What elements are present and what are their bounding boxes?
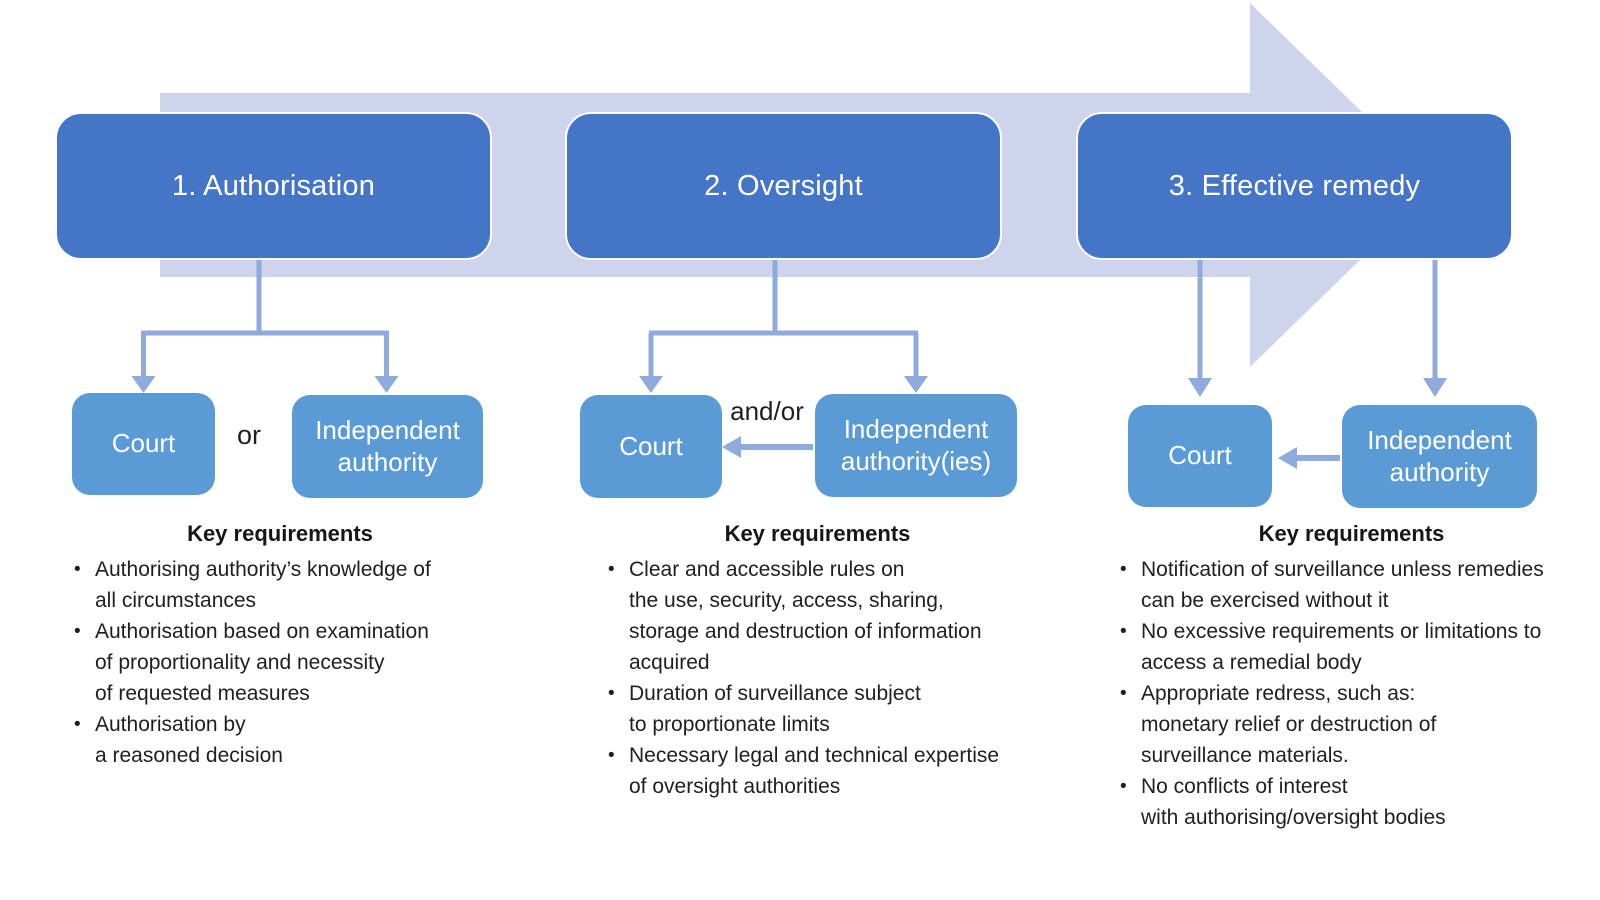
stage-1-box: 1. Authorisation (55, 112, 492, 260)
bullet-text: Duration of surveillance subject to prop… (629, 682, 921, 736)
stage-1-title: 1. Authorisation (171, 169, 376, 202)
bullet-item: Necessary legal and technical expertise … (608, 740, 1040, 802)
stage-1-requirements: Key requirements Authorising authority’s… (62, 520, 498, 771)
stage-3-box: 3. Effective remedy (1076, 112, 1513, 260)
stage-2-relation-label: and/or (730, 396, 804, 426)
stage-2-independent-authority-box: Independent authority(ies) (815, 394, 1017, 497)
stage-2-requirements: Key requirements Clear and accessible ru… (595, 520, 1040, 802)
stage-2-branch-connector (639, 252, 928, 393)
bullet-item: Authorising authority’s knowledge of all… (74, 554, 498, 616)
stage-2-box: 2. Oversight (565, 112, 1002, 260)
stage-3-requirements: Key requirements Notification of surveil… (1115, 520, 1588, 833)
stage-3-requirements-title: Key requirements (1258, 521, 1445, 546)
bullet-item: Notification of surveillance unless reme… (1120, 554, 1588, 616)
bullet-item: Authorisation by a reasoned decision (74, 709, 498, 771)
bullet-item: No conflicts of interest with authorisin… (1120, 771, 1588, 833)
bullet-text: Appropriate redress, such as: monetary r… (1141, 682, 1437, 767)
stage-2-requirements-title: Key requirements (724, 521, 911, 546)
stage-2-title: 2. Oversight (704, 169, 863, 202)
stage-3-title: 3. Effective remedy (1168, 169, 1421, 202)
stage-1-branch-connector (131, 252, 399, 393)
stage-1-bullet-list: Authorising authority’s knowledge of all… (62, 554, 498, 771)
stage-3-branch-connector (1188, 255, 1447, 397)
bullet-item: Duration of surveillance subject to prop… (608, 678, 1040, 740)
stage-2-bullet-list: Clear and accessible rules on the use, s… (595, 554, 1040, 802)
stage-3-court-box: Court (1128, 405, 1272, 507)
bullet-item: Appropriate redress, such as: monetary r… (1120, 678, 1588, 771)
bullet-item: Authorisation based on examination of pr… (74, 616, 498, 709)
stage-2-authority-to-court-arrow (722, 436, 813, 458)
stage-1-relation-label: or (236, 420, 261, 450)
stage-1-requirements-title: Key requirements (187, 521, 373, 546)
bullet-text: Authorisation based on examination of pr… (95, 620, 429, 705)
bullet-text: No conflicts of interest with authorisin… (1141, 775, 1446, 829)
bullet-text: No excessive requirements or limitations… (1141, 620, 1542, 674)
bullet-item: No excessive requirements or limitations… (1120, 616, 1588, 678)
bullet-text: Notification of surveillance unless reme… (1141, 558, 1544, 612)
stage-1-independent-authority-box: Independent authority (292, 395, 483, 498)
stage-1-court-box: Court (72, 393, 215, 495)
bullet-item: Clear and accessible rules on the use, s… (608, 554, 1040, 678)
bullet-text: Authorisation by a reasoned decision (95, 713, 283, 767)
stage-3-authority-to-court-arrow (1278, 447, 1340, 469)
bullet-text: Authorising authority’s knowledge of all… (95, 558, 431, 612)
bullet-text: Clear and accessible rules on the use, s… (629, 558, 982, 674)
stage-2-court-box: Court (580, 395, 722, 498)
stage-3-bullet-list: Notification of surveillance unless reme… (1115, 554, 1588, 833)
bullet-text: Necessary legal and technical expertise … (629, 744, 1000, 798)
stage-3-independent-authority-box: Independent authority (1342, 405, 1537, 508)
